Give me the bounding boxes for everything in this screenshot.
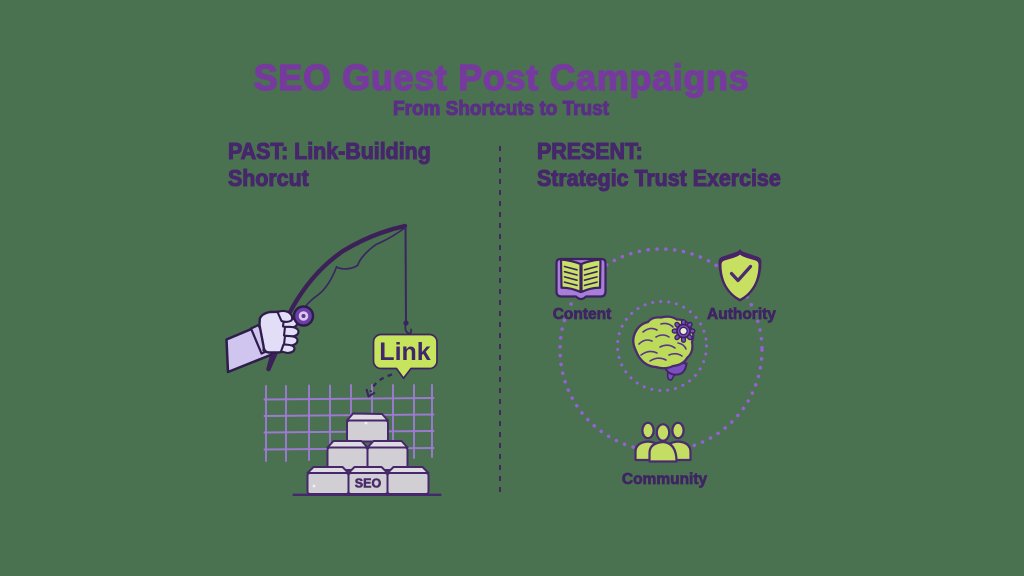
svg-text:SEO: SEO (355, 477, 382, 491)
svg-text:Link: Link (379, 338, 430, 366)
svg-text:Content: Content (553, 306, 612, 323)
svg-text:Community: Community (622, 471, 708, 488)
svg-text:Authority: Authority (707, 306, 776, 323)
